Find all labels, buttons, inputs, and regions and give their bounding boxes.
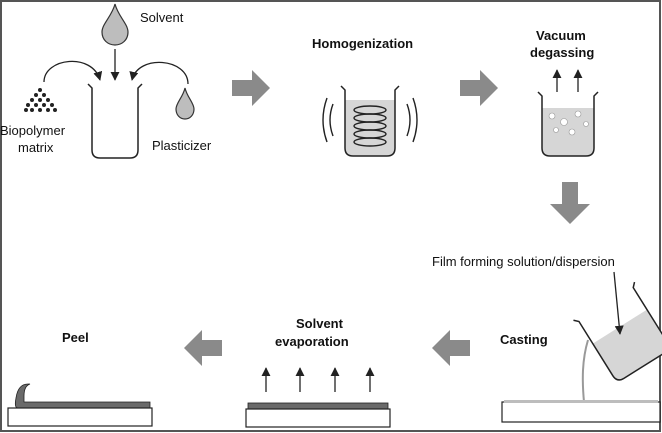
flow-arrow-5 <box>184 330 222 366</box>
bubbles-icon <box>548 110 589 136</box>
plasticizer-drop-icon <box>175 87 195 120</box>
evaporation-plate <box>245 408 391 428</box>
vibration-icon <box>322 97 418 143</box>
degassing-liquid <box>542 108 594 156</box>
flow-arrow-4 <box>432 330 470 366</box>
evaporation-label-line2: evaporation <box>275 334 349 349</box>
film-forming-label: Film forming solution/dispersion <box>432 254 615 269</box>
evaporation-label-line1: Solvent <box>296 316 344 331</box>
flow-arrow-3 <box>550 182 590 224</box>
plasticizer-label: Plasticizer <box>152 138 212 153</box>
pouring-beaker-icon <box>573 281 662 381</box>
pour-stream <box>581 339 589 403</box>
evaporation-film <box>247 402 389 410</box>
peel-plate <box>7 407 153 427</box>
stirrer-spiral-icon <box>353 105 387 147</box>
casting-plate <box>501 401 661 423</box>
biopolymer-label-line1: Biopolymer <box>0 123 66 138</box>
casting-label: Casting <box>500 332 548 347</box>
casting-film <box>504 400 658 403</box>
solvent-drop-icon <box>101 3 129 46</box>
solution-arrow <box>613 271 624 335</box>
mixing-beaker-icon <box>87 83 143 159</box>
flow-arrow-2 <box>460 70 498 106</box>
biopolymer-pile-icon <box>24 88 57 112</box>
vacuum-label-line2: degassing <box>530 45 594 60</box>
solvent-label: Solvent <box>140 10 184 25</box>
homogenization-beaker-icon <box>340 85 400 157</box>
flow-arrow-1 <box>232 70 270 106</box>
degassing-beaker-icon <box>537 91 599 157</box>
biopolymer-label-line2: matrix <box>18 140 54 155</box>
biopolymer-to-beaker-arrow <box>43 60 103 83</box>
homogenization-label: Homogenization <box>312 36 413 51</box>
plasticizer-to-beaker-arrow <box>129 61 189 85</box>
vacuum-label-line1: Vacuum <box>536 28 586 43</box>
peeled-film <box>14 383 151 409</box>
homogenization-liquid <box>345 100 395 156</box>
peel-label: Peel <box>62 330 89 345</box>
